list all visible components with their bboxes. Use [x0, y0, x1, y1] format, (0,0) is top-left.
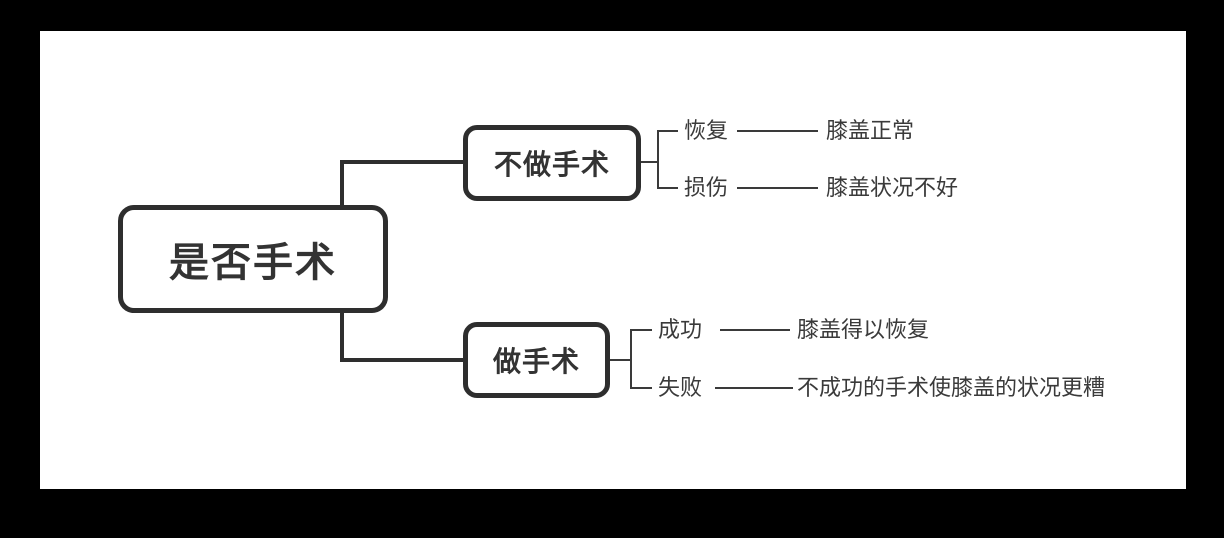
no-surgery-recover-tick: [657, 130, 678, 132]
leaf-label-injury[interactable]: 损伤: [684, 175, 729, 200]
recover-result-line: [737, 130, 818, 132]
surgery-bracket-vertical: [630, 329, 632, 389]
mindmap-canvas: 是否手术 不做手术 做手术 恢复 膝盖正常 损伤 膝盖状况不好 成功 膝盖得以恢…: [40, 31, 1186, 489]
no-surgery-bracket-vertical: [657, 130, 659, 189]
root-node-surgery-decision[interactable]: 是否手术: [118, 205, 388, 313]
no-surgery-injury-tick: [657, 187, 678, 189]
no-surgery-bracket-stub: [641, 161, 657, 163]
leaf-result-knee-worse[interactable]: 不成功的手术使膝盖的状况更糟: [797, 375, 1106, 400]
branch-node-no-surgery[interactable]: 不做手术: [463, 125, 641, 201]
branch-node-surgery[interactable]: 做手术: [463, 322, 610, 398]
leaf-result-knee-normal[interactable]: 膝盖正常: [826, 118, 915, 143]
connector-root-to-surgery-horizontal: [340, 358, 463, 362]
failure-result-line: [715, 387, 793, 389]
leaf-label-recover[interactable]: 恢复: [684, 118, 729, 143]
surgery-failure-tick: [630, 387, 652, 389]
connector-root-to-no-surgery-horizontal: [340, 160, 463, 164]
leaf-label-success[interactable]: 成功: [658, 317, 703, 342]
injury-result-line: [737, 187, 818, 189]
leaf-result-knee-recovered[interactable]: 膝盖得以恢复: [797, 317, 930, 342]
connector-root-to-no-surgery-vertical: [340, 160, 344, 207]
leaf-result-knee-bad[interactable]: 膝盖状况不好: [826, 175, 959, 200]
leaf-label-failure[interactable]: 失败: [658, 375, 703, 400]
surgery-bracket-stub: [610, 359, 630, 361]
connector-root-to-surgery-vertical: [340, 312, 344, 362]
surgery-success-tick: [630, 329, 652, 331]
success-result-line: [720, 329, 790, 331]
